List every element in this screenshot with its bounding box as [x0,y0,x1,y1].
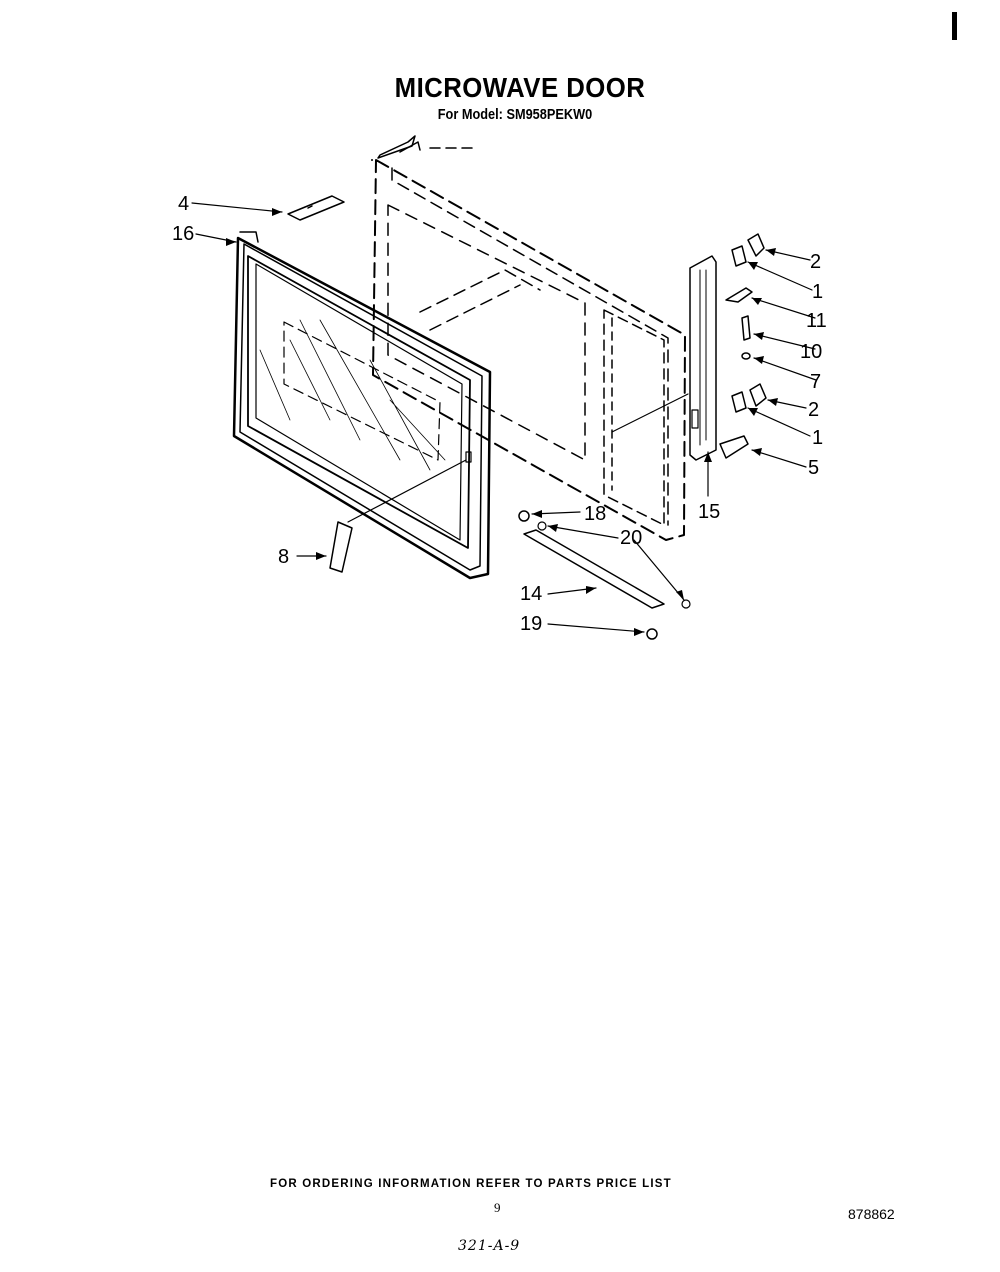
callout-15: 15 [698,501,720,523]
callout-5: 5 [808,457,819,479]
callout-4: 4 [178,193,189,215]
ordering-info-note: FOR ORDERING INFORMATION REFER TO PARTS … [270,1178,672,1190]
part-4-hinge-plate [287,195,345,221]
callout-1-upper: 1 [812,281,823,303]
callout-20: 20 [620,527,642,549]
callout-16: 16 [172,223,194,245]
part-7-washer [741,352,751,360]
callout-18: 18 [584,503,606,525]
page-title: MICROWAVE DOOR [394,72,646,103]
part-2-upper [747,233,765,257]
handwritten-note: 321-A-9 [458,1238,521,1254]
leader-arrowheads [226,208,778,636]
callout-10: 10 [800,341,822,363]
part-15-latch-bracket [689,255,717,461]
callout-8: 8 [278,546,289,568]
part-18-roller [518,510,530,522]
document-number: 878862 [848,1206,895,1222]
model-subtitle: For Model: SM958PEKW0 [437,106,593,123]
part-20-washer-upper [537,521,547,531]
part-1-upper [731,245,747,267]
door-frame-dashed [371,135,686,541]
callout-2-lower: 2 [808,399,819,421]
page-number: 9 [494,1200,501,1215]
part-5-latch [719,435,749,459]
corner-registration-mark [952,12,957,40]
callout-2-upper: 2 [810,251,821,273]
door-front-panel [232,231,492,580]
callout-1-lower: 1 [812,427,823,449]
part-10-pin [741,315,751,341]
callout-14: 14 [520,583,542,605]
callout-11: 11 [806,310,827,332]
part-11-lever [725,287,753,303]
part-14-door-arm [523,529,665,609]
part-8-handle [329,521,353,573]
part-2-lower [749,383,767,407]
part-19-roller [646,628,658,640]
leader-lines [191,202,817,633]
part-20-washer-lower [681,599,691,609]
callout-19: 19 [520,613,542,635]
callout-7: 7 [810,371,821,393]
part-1-lower [731,391,747,413]
